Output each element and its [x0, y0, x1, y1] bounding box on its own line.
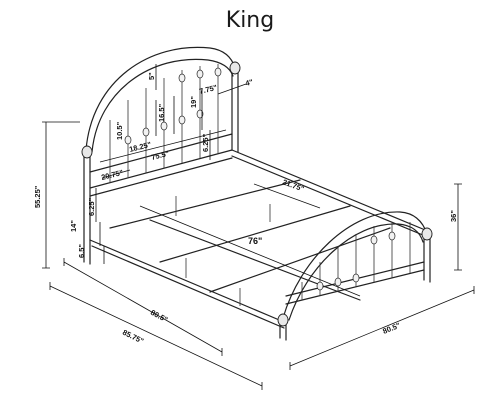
- label-leg-height-b: 14": [69, 220, 78, 232]
- label-headboard-panel-b: 16.5": [157, 103, 166, 122]
- label-side-width: 80.5": [381, 321, 402, 336]
- label-slat-spacing: 21.75": [281, 177, 305, 193]
- label-overall-height: 55.25": [33, 185, 42, 208]
- diagram-title: King: [225, 8, 275, 33]
- dimension-lines: [42, 64, 475, 390]
- dimension-labels: 55.25" 80.5" 85.75" 80.5" 36" 76" 21.75"…: [33, 72, 458, 346]
- label-headboard-spacing-a: 7.75": [198, 83, 218, 96]
- label-overall-width: 80.5": [149, 308, 170, 325]
- label-headboard-panel-a: 10.5": [115, 121, 124, 140]
- headboard: [81, 46, 241, 265]
- label-rail-height: 6.25": [201, 133, 210, 152]
- label-headboard-top-gap: 5": [147, 72, 156, 80]
- label-footboard-height: 36": [449, 210, 458, 222]
- label-inner-length: 76": [248, 236, 262, 246]
- label-headboard-inner-width: 75.5": [150, 149, 170, 162]
- label-headboard-panel-c: 19": [189, 96, 198, 108]
- label-clearance: 6.5": [77, 244, 86, 258]
- label-leg-height-a: 6.25": [87, 197, 96, 216]
- footboard: [277, 211, 433, 341]
- label-headboard-spacing-b: 4": [244, 77, 254, 88]
- label-overall-length: 85.75": [121, 328, 145, 346]
